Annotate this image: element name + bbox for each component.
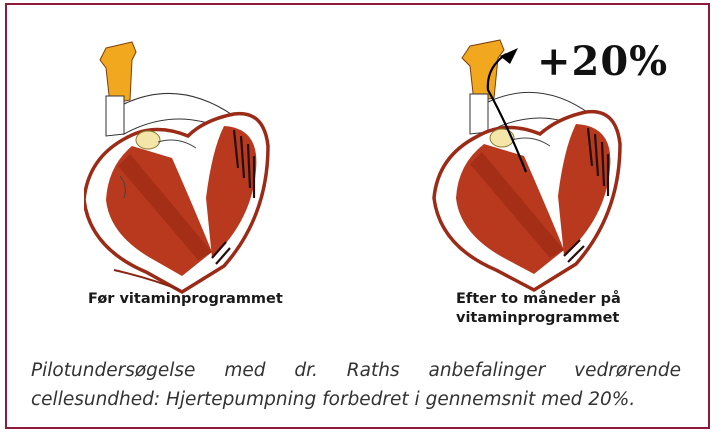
caption-after-line1: Efter to måneder på xyxy=(456,291,621,307)
caption-before: Før vitaminprogrammet xyxy=(88,290,283,309)
description-line2: cellesundhed: Hjertepumpning forbedret i… xyxy=(31,385,681,414)
caption-after-line2: vitaminprogrammet xyxy=(456,310,619,326)
caption-after: Efter to måneder på vitaminprogrammet xyxy=(456,290,666,328)
figure-description: Pilotundersøgelse med dr. Raths anbefali… xyxy=(31,356,681,414)
improvement-badge: +20% xyxy=(537,38,668,85)
heart-before-illustration xyxy=(84,38,274,296)
description-line1: Pilotundersøgelse med dr. Raths anbefali… xyxy=(31,356,681,385)
